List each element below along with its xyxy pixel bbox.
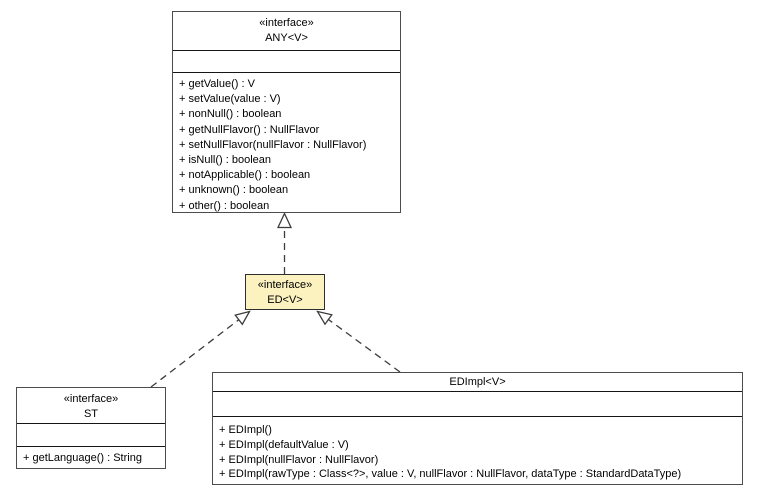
attributes-compartment (17, 423, 165, 446)
method-entry: + other() : boolean (179, 199, 270, 212)
class-name: EDImpl<V> (449, 376, 506, 388)
method-entry: + nonNull() : boolean (179, 108, 282, 121)
method-entry: + setNullFlavor(nullFlavor : NullFlavor) (179, 138, 367, 151)
method-entry: + getLanguage() : String (23, 452, 142, 464)
class-title-ed: «interface» ED<V> (246, 275, 324, 308)
method-entry: + setValue(value : V) (179, 93, 281, 106)
attributes-compartment (173, 50, 400, 72)
stereotype-label: «interface» (257, 279, 313, 291)
methods-compartment: + getLanguage() : String (17, 446, 165, 468)
method-entry: + isNull() : boolean (179, 154, 272, 167)
method-entry: + getValue() : V (179, 78, 255, 90)
methods-compartment: + EDImpl() + EDImpl(defaultValue : V) + … (213, 416, 742, 484)
method-entry: + EDImpl(defaultValue : V) (219, 438, 349, 451)
class-name: ST (83, 408, 99, 420)
method-entry: + unknown() : boolean (179, 184, 289, 197)
generalization-arrow-ed-to-any (276, 211, 293, 274)
class-title-edimpl: EDImpl<V> (213, 373, 742, 391)
class-title-st: «interface» ST (17, 388, 165, 423)
generalization-arrow-edimpl-to-ed (316, 310, 401, 373)
attributes-compartment (213, 391, 742, 416)
class-box-any[interactable]: «interface» ANY<V> + getValue() : V + se… (172, 11, 401, 213)
method-entry: + EDImpl(nullFlavor : NullFlavor) (219, 453, 379, 466)
stereotype-label: «interface» (259, 17, 314, 29)
class-box-st[interactable]: «interface» ST + getLanguage() : String (16, 387, 166, 469)
class-name: ED<V> (267, 294, 303, 306)
class-name: ANY<V> (265, 32, 308, 44)
class-box-ed[interactable]: «interface» ED<V> (245, 274, 325, 310)
method-entry: + EDImpl(rawType : Class<?>, value : V, … (219, 468, 682, 481)
method-entry: + notApplicable() : boolean (179, 169, 311, 182)
class-box-edimpl[interactable]: EDImpl<V> + EDImpl() + EDImpl(defaultVal… (212, 372, 743, 485)
methods-compartment: + getValue() : V + setValue(value : V) +… (173, 72, 400, 212)
method-entry: + EDImpl() (219, 424, 272, 436)
stereotype-label: «interface» (63, 393, 119, 405)
class-title-any: «interface» ANY<V> (173, 12, 400, 50)
method-entry: + getNullFlavor() : NullFlavor (179, 123, 320, 136)
